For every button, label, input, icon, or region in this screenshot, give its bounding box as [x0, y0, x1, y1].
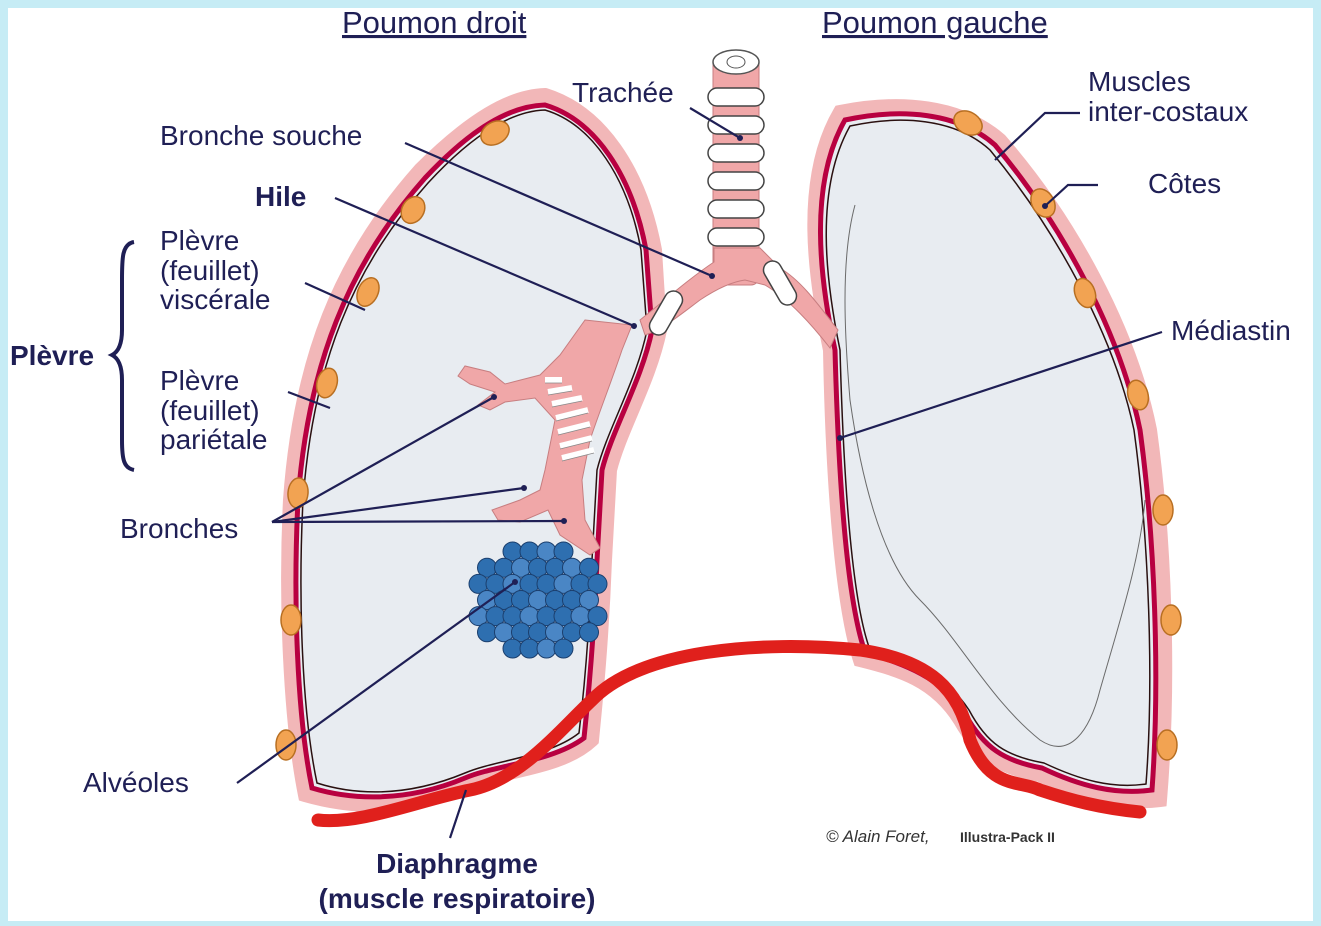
- alveolus: [554, 639, 573, 658]
- title-left-lung: Poumon gauche: [822, 5, 1048, 40]
- leader-bronches-3: [272, 521, 564, 522]
- label-visceral-pleura-3: viscérale: [160, 284, 270, 315]
- credit-author: © Alain Foret,: [826, 827, 930, 846]
- label-hilum: Hile: [255, 181, 306, 212]
- alveolus: [478, 623, 497, 642]
- label-alveoli: Alvéoles: [83, 767, 189, 798]
- label-diaphragm-2: (muscle respiratoire): [319, 883, 596, 914]
- label-muscles-2: inter-costaux: [1088, 96, 1248, 127]
- rib: [1153, 495, 1173, 525]
- label-mediastinum: Médiastin: [1171, 315, 1291, 346]
- label-main-bronchus: Bronche souche: [160, 120, 362, 151]
- alveolus: [520, 639, 539, 658]
- label-ribs: Côtes: [1148, 168, 1221, 199]
- label-muscles-1: Muscles: [1088, 66, 1191, 97]
- rib: [1161, 605, 1181, 635]
- credit-pack: Illustra-Pack II: [960, 829, 1055, 845]
- rib: [276, 730, 296, 760]
- label-visceral-pleura-1: Plèvre: [160, 225, 239, 256]
- title-right-lung: Poumon droit: [342, 5, 527, 40]
- label-visceral-pleura-2: (feuillet): [160, 255, 260, 286]
- label-parietal-pleura-2: (feuillet): [160, 395, 260, 426]
- label-parietal-pleura-1: Plèvre: [160, 365, 239, 396]
- rib: [281, 605, 301, 635]
- label-parietal-pleura-3: pariétale: [160, 424, 267, 455]
- alveolus: [537, 639, 556, 658]
- rib: [1157, 730, 1177, 760]
- label-bronchi: Bronches: [120, 513, 238, 544]
- alveolus: [503, 639, 522, 658]
- alveolus: [580, 623, 599, 642]
- label-diaphragm-1: Diaphragme: [376, 848, 538, 879]
- label-trachea: Trachée: [572, 77, 674, 108]
- label-pleura: Plèvre: [10, 340, 94, 371]
